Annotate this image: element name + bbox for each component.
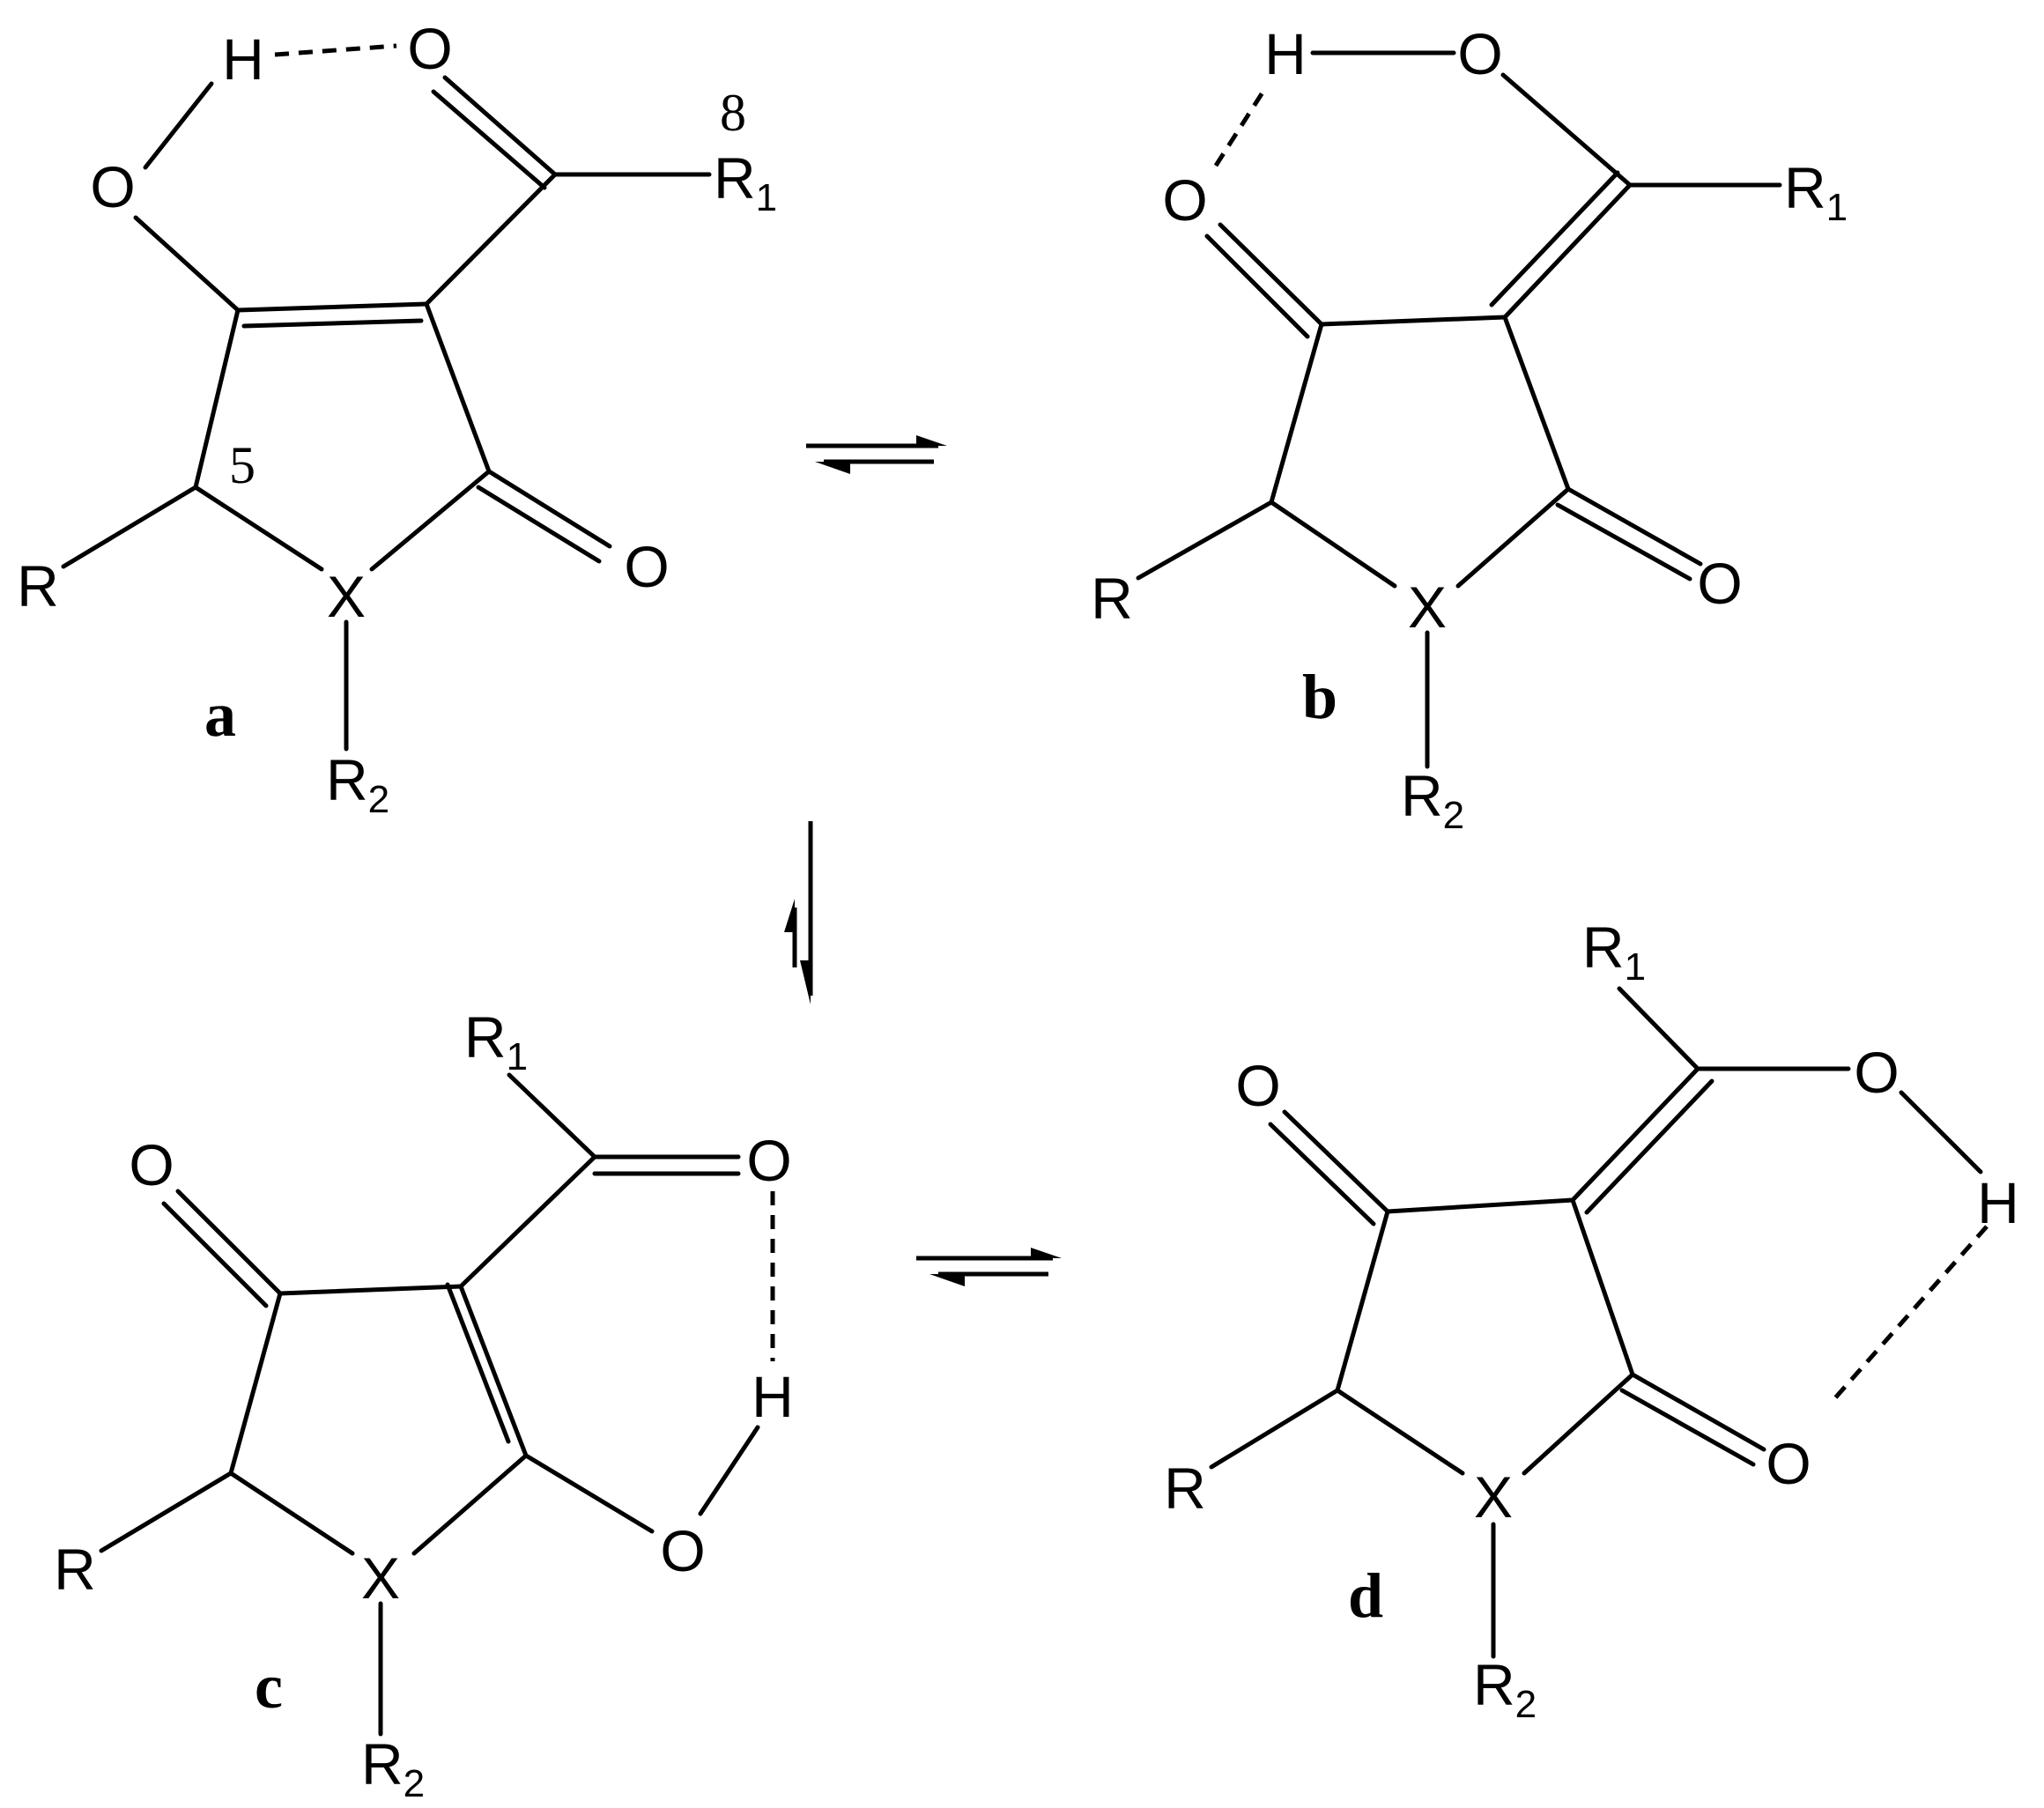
atom-o-ring-carbonyl-a: O <box>624 534 669 599</box>
atom-o-carbonyl-c: O <box>746 1128 791 1193</box>
atom-o-enol-c: O <box>660 1518 705 1583</box>
atom-o-enol-b: O <box>1457 21 1502 86</box>
structure-b: H O O O X R R1 R2 b <box>1091 21 1848 837</box>
equilibrium-arrow-c-d <box>916 1248 1062 1286</box>
atom-o-ring-carbonyl-b: O <box>1697 551 1742 616</box>
atom-r2-b: R2 <box>1401 763 1464 837</box>
atom-r1-c: R1 <box>464 1004 528 1078</box>
atom-x-d: X <box>1474 1464 1513 1530</box>
atom-h-a: H <box>222 26 264 92</box>
atom-r1-a: R1 <box>714 145 777 219</box>
position-5-a: 5 <box>229 436 256 494</box>
atom-o-carbonyl-a: O <box>407 16 452 81</box>
atom-x-b: X <box>1408 574 1447 640</box>
atom-r2-d: R2 <box>1473 1652 1537 1726</box>
atom-r2-a: R2 <box>326 747 389 821</box>
atom-r2-c: R2 <box>361 1731 425 1805</box>
atom-o-ketone-c: O <box>129 1132 174 1197</box>
atom-h-c: H <box>752 1364 794 1429</box>
atom-o-ketone-b: O <box>1162 167 1207 233</box>
atom-o-enol-d: O <box>1854 1040 1899 1105</box>
label-c: c <box>255 1651 283 1722</box>
atom-o-ketone-d: O <box>1235 1053 1280 1118</box>
atom-r-c: R <box>54 1537 96 1602</box>
atom-h-d: H <box>1977 1170 2019 1235</box>
atom-r-a: R <box>17 553 59 619</box>
atom-x-c: X <box>361 1545 400 1611</box>
structure-d: R1 O O H O X R R2 d <box>1164 915 2019 1726</box>
structure-a: O H O O X R R1 R2 5 8 a <box>17 16 777 821</box>
structure-c: R1 O O H O X R R2 c <box>54 1004 794 1805</box>
atom-o-enol-a: O <box>90 154 135 219</box>
atom-r-d: R <box>1164 1456 1206 1521</box>
atom-r1-d: R1 <box>1582 915 1646 989</box>
label-d: d <box>1348 1560 1383 1631</box>
atom-h-b: H <box>1264 21 1307 86</box>
position-8-a: 8 <box>720 84 746 142</box>
atom-r1-b: R1 <box>1784 155 1848 229</box>
label-b: b <box>1302 662 1337 732</box>
atom-o-ring-carbonyl-d: O <box>1766 1431 1811 1496</box>
atom-r-b: R <box>1091 566 1133 631</box>
atom-x-a: X <box>327 564 366 629</box>
equilibrium-arrow-a-b <box>806 435 947 474</box>
equilibrium-arrow-b-c <box>784 821 813 1004</box>
label-a: a <box>204 679 236 750</box>
